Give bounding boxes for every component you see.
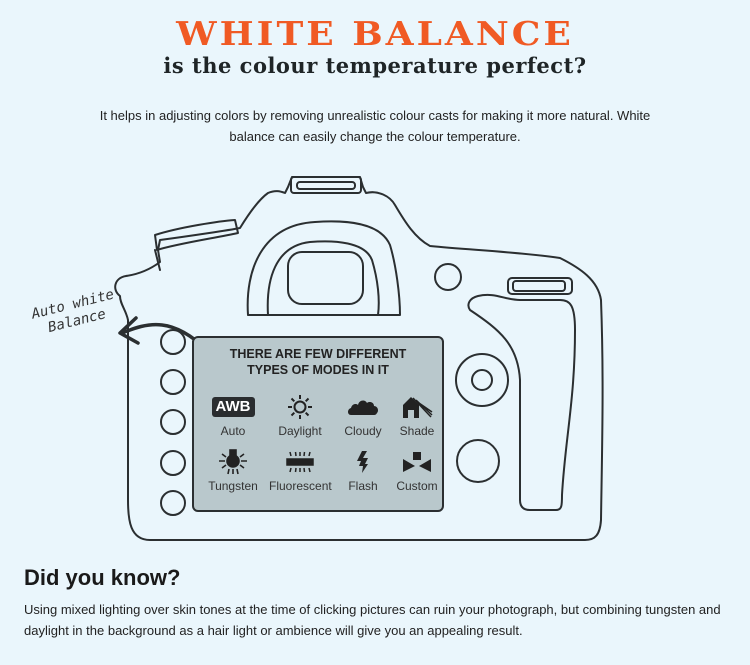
screen-heading-line-2: TYPES OF MODES IN IT bbox=[247, 363, 389, 377]
awb-icon: AWB bbox=[211, 397, 255, 417]
sun-icon bbox=[288, 395, 312, 419]
mode-custom: Custom bbox=[386, 449, 448, 493]
mode-label: Shade bbox=[399, 424, 435, 438]
cloud-icon bbox=[348, 400, 378, 415]
mode-label: Daylight bbox=[278, 424, 322, 438]
page-subtitle: is the colour temperature perfect? bbox=[163, 53, 587, 78]
mode-label: Fluorescent bbox=[269, 479, 332, 493]
mode-auto: AWB Auto bbox=[202, 394, 264, 438]
screen-heading: THERE ARE FEW DIFFERENT TYPES OF MODES I… bbox=[194, 346, 442, 378]
fluorescent-tube-icon bbox=[286, 451, 314, 473]
mode-label: Tungsten bbox=[208, 479, 258, 493]
custom-wb-icon bbox=[403, 452, 431, 472]
mode-cloudy: Cloudy bbox=[332, 394, 394, 438]
mode-label: Cloudy bbox=[344, 424, 382, 438]
mode-label: Auto bbox=[220, 424, 246, 438]
did-you-know-heading: Did you know? bbox=[24, 565, 181, 590]
mode-daylight: Daylight bbox=[269, 394, 331, 438]
intro-text: It helps in adjusting colors by removing… bbox=[99, 108, 651, 144]
did-you-know-body: Using mixed lighting over skin tones at … bbox=[24, 602, 721, 638]
mode-tungsten: Tungsten bbox=[202, 449, 264, 493]
mode-shade: Shade bbox=[386, 394, 448, 438]
mode-label: Custom bbox=[396, 479, 438, 493]
camera-screen: THERE ARE FEW DIFFERENT TYPES OF MODES I… bbox=[192, 336, 444, 512]
mode-label: Flash bbox=[348, 479, 378, 493]
bulb-icon bbox=[219, 449, 247, 475]
house-shade-icon bbox=[403, 397, 433, 418]
lightning-icon bbox=[357, 451, 368, 473]
mode-flash: Flash bbox=[332, 449, 394, 493]
mode-fluorescent: Fluorescent bbox=[269, 449, 332, 493]
page-title: WHITE BALANCE bbox=[176, 15, 574, 53]
screen-heading-line-1: THERE ARE FEW DIFFERENT bbox=[229, 347, 407, 361]
